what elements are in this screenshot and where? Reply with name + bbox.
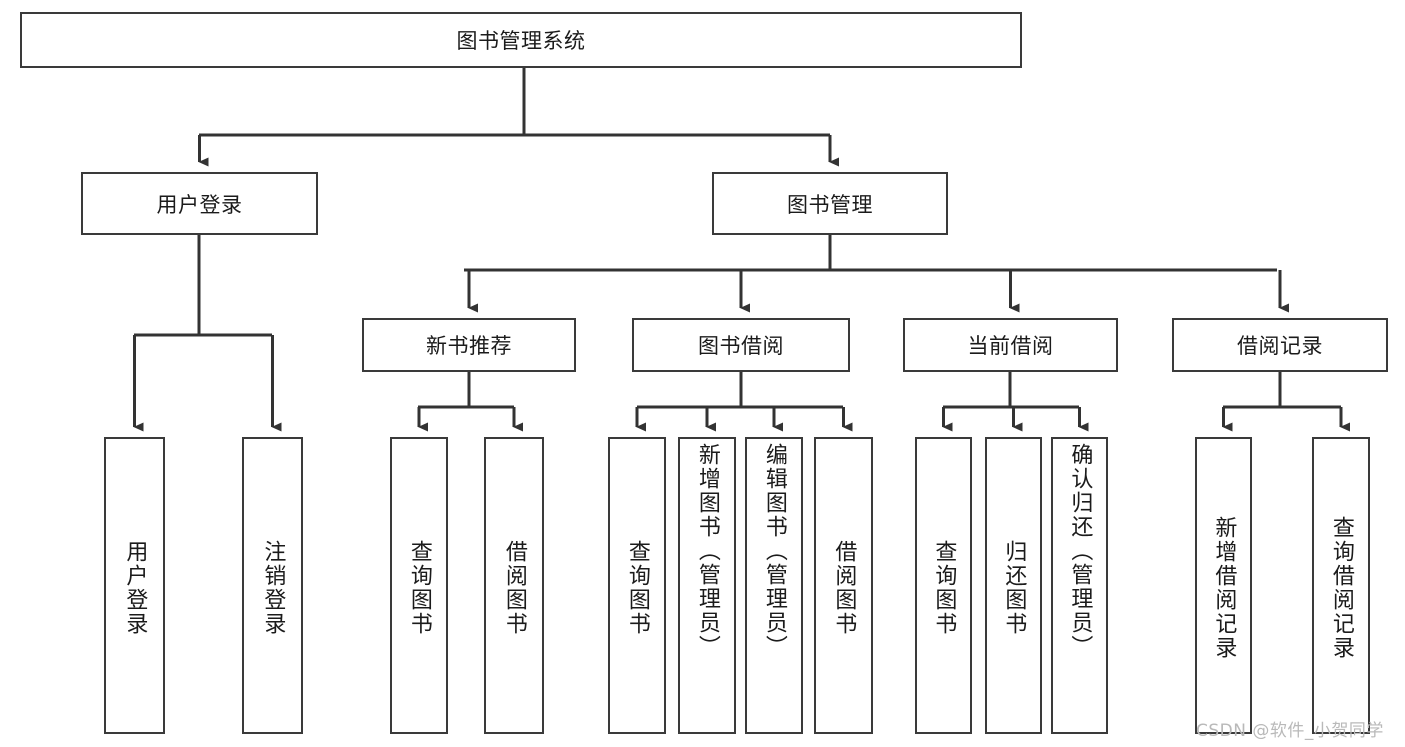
leaf-node-leaf-query-book-1[interactable]: 查询图书 bbox=[390, 437, 448, 734]
level2-node-book-borrow[interactable]: 图书借阅 bbox=[632, 318, 850, 372]
node-label: 借阅图书 bbox=[831, 539, 857, 636]
node-label: 新增借阅记录 bbox=[1211, 515, 1237, 660]
level1-node-user-login[interactable]: 用户登录 bbox=[81, 172, 318, 235]
node-label: 图书管理系统 bbox=[456, 29, 586, 53]
leaf-node-leaf-query-book-2[interactable]: 查询图书 bbox=[608, 437, 666, 734]
node-label: 借阅记录 bbox=[1237, 334, 1323, 358]
leaf-node-leaf-query-borrow-record[interactable]: 查询借阅记录 bbox=[1312, 437, 1370, 734]
leaf-node-leaf-borrow-book-2[interactable]: 借阅图书 bbox=[814, 437, 873, 734]
leaf-node-leaf-query-book-3[interactable]: 查询图书 bbox=[915, 437, 972, 734]
node-label: 查询图书 bbox=[406, 539, 432, 636]
level2-node-new-book-recommend[interactable]: 新书推荐 bbox=[362, 318, 576, 372]
node-label: 查询图书 bbox=[624, 539, 650, 636]
node-label: 图书管理 bbox=[787, 192, 873, 217]
node-label: 归还图书 bbox=[1001, 539, 1027, 636]
node-label: 查询图书 bbox=[931, 539, 957, 636]
level2-node-current-borrow[interactable]: 当前借阅 bbox=[903, 318, 1118, 372]
node-label: 编辑图书（管理员） bbox=[761, 443, 787, 659]
leaf-node-leaf-add-borrow-record[interactable]: 新增借阅记录 bbox=[1195, 437, 1252, 734]
level1-node-book-management[interactable]: 图书管理 bbox=[712, 172, 948, 235]
leaf-node-leaf-add-book-admin[interactable]: 新增图书（管理员） bbox=[678, 437, 736, 734]
node-label: 用户登录 bbox=[122, 539, 148, 636]
node-label: 新增图书（管理员） bbox=[694, 443, 720, 659]
leaf-node-leaf-user-login[interactable]: 用户登录 bbox=[104, 437, 165, 734]
node-label: 注销登录 bbox=[260, 539, 286, 636]
leaf-node-leaf-confirm-return-admin[interactable]: 确认归还（管理员） bbox=[1051, 437, 1108, 734]
level2-node-borrow-record[interactable]: 借阅记录 bbox=[1172, 318, 1388, 372]
node-label: 新书推荐 bbox=[426, 334, 512, 358]
node-label: 用户登录 bbox=[156, 192, 243, 217]
node-label: 当前借阅 bbox=[967, 334, 1054, 358]
leaf-node-leaf-logout[interactable]: 注销登录 bbox=[242, 437, 303, 734]
node-label: 确认归还（管理员） bbox=[1067, 443, 1093, 659]
leaf-node-leaf-borrow-book-1[interactable]: 借阅图书 bbox=[484, 437, 544, 734]
leaf-node-leaf-return-book[interactable]: 归还图书 bbox=[985, 437, 1042, 734]
leaf-node-leaf-edit-book-admin[interactable]: 编辑图书（管理员） bbox=[745, 437, 803, 734]
node-label: 借阅图书 bbox=[501, 539, 527, 636]
csdn-watermark: CSDN @软件_小贺同学 bbox=[1196, 721, 1384, 741]
node-label: 查询借阅记录 bbox=[1328, 515, 1354, 660]
node-label: 图书借阅 bbox=[698, 334, 784, 358]
root-node-root[interactable]: 图书管理系统 bbox=[20, 12, 1022, 68]
